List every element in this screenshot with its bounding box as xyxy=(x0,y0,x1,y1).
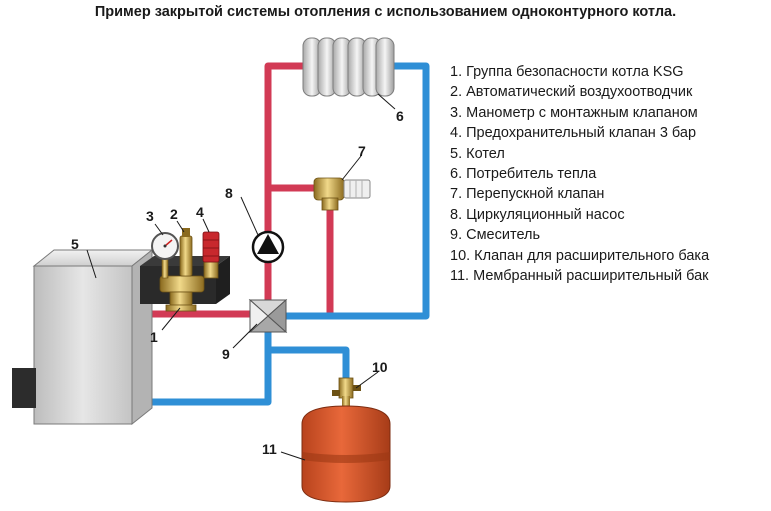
legend-item-6: 6. Потребитель тепла xyxy=(450,166,597,183)
callout-3: 3 xyxy=(146,208,154,224)
callout-8: 8 xyxy=(225,185,233,201)
expansion-tank xyxy=(301,396,391,503)
leader-8 xyxy=(240,196,259,236)
leader-10 xyxy=(355,371,379,389)
pressure-gauge xyxy=(151,232,179,279)
callout-1: 1 xyxy=(150,329,158,345)
callout-4: 4 xyxy=(196,204,204,220)
boiler-burner xyxy=(12,368,36,408)
legend-item-7: 7. Перепускной клапан xyxy=(450,186,605,203)
leader-2 xyxy=(176,220,185,233)
leader-4 xyxy=(202,218,210,233)
callout-10: 10 xyxy=(372,359,388,375)
circulation-pump xyxy=(251,230,285,264)
legend-item-10: 10. Клапан для расширительного бака xyxy=(450,247,710,264)
radiator xyxy=(302,37,395,97)
return-pipe-radiator xyxy=(282,62,430,320)
leader-5 xyxy=(86,249,97,279)
leader-1 xyxy=(161,307,181,331)
leader-9 xyxy=(232,323,258,349)
leader-6 xyxy=(377,93,396,110)
supply-pipe-riser xyxy=(264,62,303,300)
legend-item-5: 5. Котел xyxy=(450,145,505,162)
air-vent xyxy=(179,235,193,277)
legend-item-3: 3. Манометр с монтажным клапаном xyxy=(450,104,698,121)
return-pipe-boiler xyxy=(135,330,272,406)
return-pipes xyxy=(135,62,430,406)
expansion-valve xyxy=(332,377,361,399)
legend-item-11: 11. Мембранный расширительный бак xyxy=(450,268,709,285)
legend-item-4: 4. Предохранительный клапан 3 бар xyxy=(450,125,697,142)
safety-group xyxy=(140,228,230,312)
expansion-pipe xyxy=(268,346,350,378)
legend-list: 1. Группа безопасности котла KSG 2. Авто… xyxy=(450,62,709,286)
leader-lines xyxy=(86,93,396,461)
callout-9: 9 xyxy=(222,346,230,362)
callout-2: 2 xyxy=(170,206,178,222)
legend-item-2: 2. Автоматический воздухоотводчик xyxy=(450,84,693,101)
supply-pipes xyxy=(135,62,334,318)
callout-6: 6 xyxy=(396,108,404,124)
leader-3 xyxy=(154,223,164,236)
leader-7 xyxy=(341,155,362,181)
legend-item-1: 1. Группа безопасности котла KSG xyxy=(450,64,684,80)
legend-item-9: 9. Смеситель xyxy=(450,227,541,244)
callout-11: 11 xyxy=(262,441,277,457)
boiler xyxy=(12,248,154,426)
safety-valve xyxy=(202,231,220,279)
callout-7: 7 xyxy=(358,143,366,159)
diagram-title: Пример закрытой системы отопления с испо… xyxy=(94,4,677,20)
leader-11 xyxy=(280,451,306,461)
callout-5: 5 xyxy=(71,236,79,252)
mixer-valve xyxy=(248,298,288,334)
legend-item-8: 8. Циркуляционный насос xyxy=(450,206,625,223)
bypass-valve xyxy=(313,177,371,211)
